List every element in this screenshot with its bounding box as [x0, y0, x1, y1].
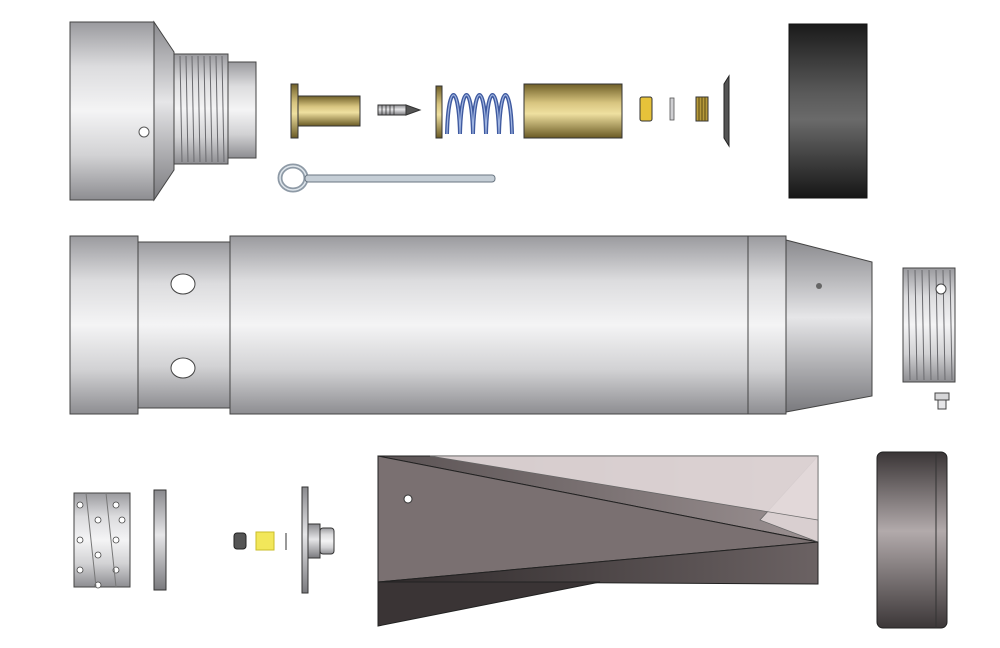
vented-sleeve [73, 492, 131, 589]
nose-cap [69, 20, 175, 202]
threaded-bush [695, 96, 709, 122]
flange-plug [301, 486, 335, 594]
pull-ring-pin [277, 163, 496, 193]
end-cap-bottom [876, 451, 948, 629]
thin-shim [669, 97, 675, 121]
base-cap [788, 23, 868, 199]
end-disc [723, 74, 730, 148]
spring-sleeve [523, 83, 623, 139]
nose-cap-thread [173, 53, 257, 165]
threaded-nut [902, 267, 956, 383]
washer [435, 85, 443, 139]
set-screw [934, 392, 950, 410]
firing-pin [377, 104, 422, 116]
o-ring [233, 532, 247, 550]
primer-cup [290, 83, 361, 139]
yellow-spacer [255, 531, 287, 551]
flat-ring [153, 489, 167, 591]
fin-section [377, 454, 819, 627]
main-body-tube [69, 235, 873, 415]
main-spring [445, 93, 514, 135]
small-collar [639, 96, 653, 122]
